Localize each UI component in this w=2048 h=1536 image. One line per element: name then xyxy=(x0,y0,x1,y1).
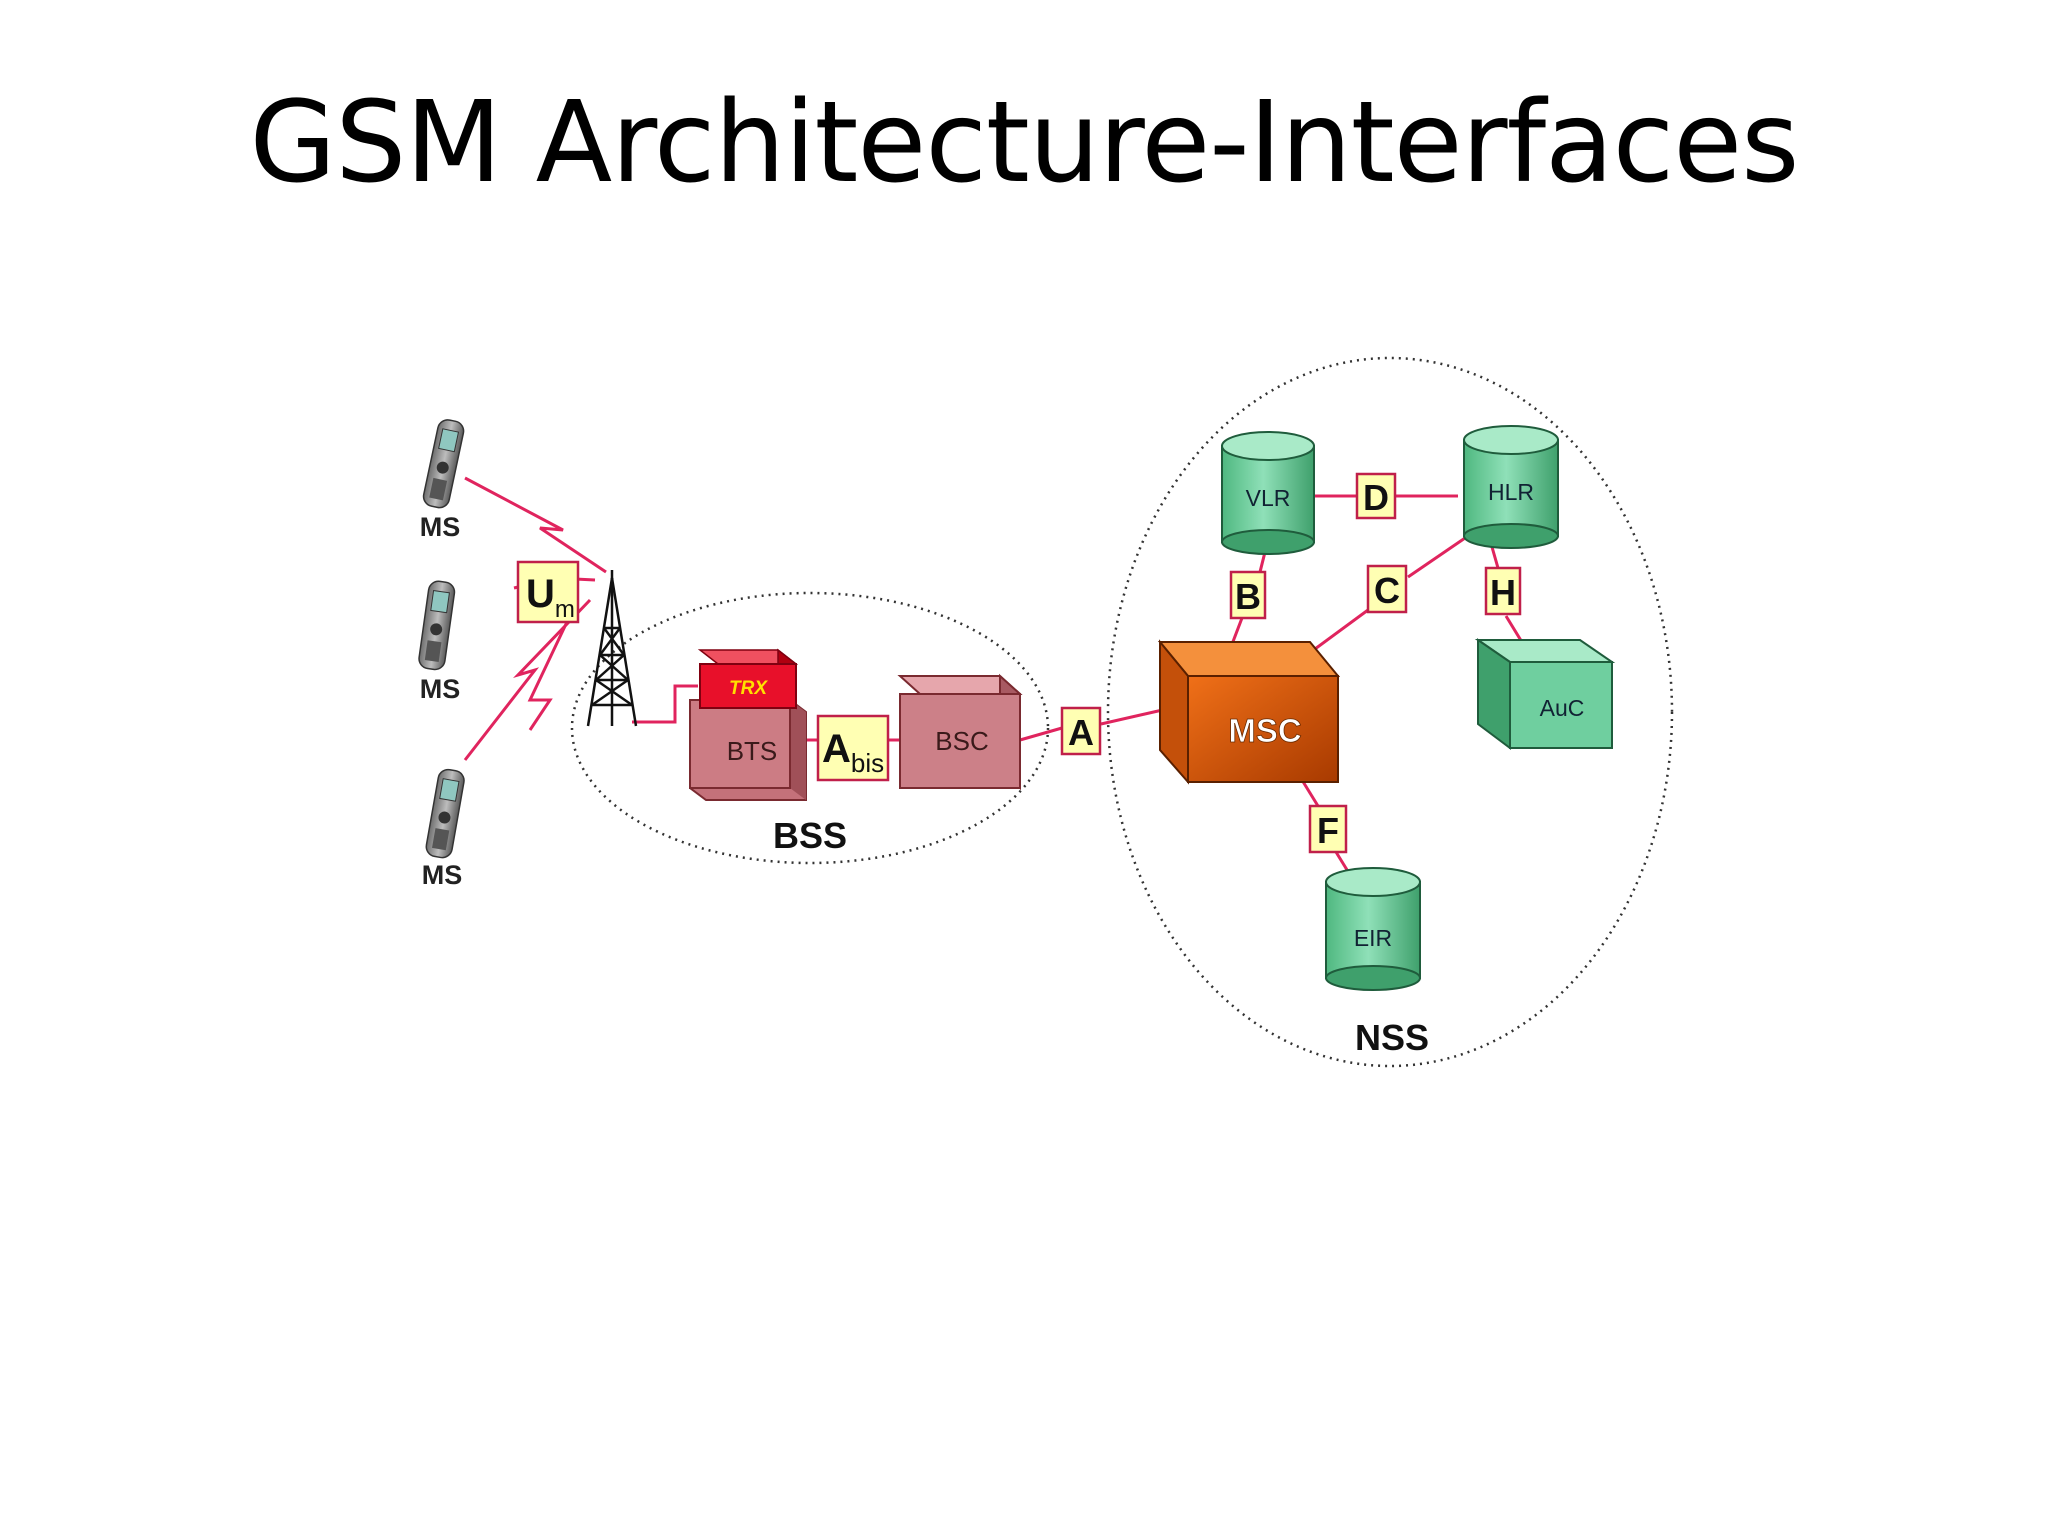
d-label: D xyxy=(1363,477,1389,518)
h-label: H xyxy=(1490,572,1516,613)
mobile-phone-icon xyxy=(418,580,456,671)
b-label: B xyxy=(1235,576,1261,617)
interface-d: D xyxy=(1355,472,1397,520)
bss-group-label: BSS xyxy=(773,815,847,856)
interface-um: Um xyxy=(516,560,580,624)
bsc-node: BSC xyxy=(897,673,1023,791)
vlr-database: VLR xyxy=(1221,431,1315,555)
eir-label: EIR xyxy=(1354,925,1392,951)
ms-label: MS xyxy=(420,512,461,542)
c-label: C xyxy=(1374,570,1400,611)
antenna-tower-icon xyxy=(586,570,638,727)
mobile-phone-icon xyxy=(425,768,465,859)
mobile-station-3: MS xyxy=(422,768,465,890)
mobile-phone-icon xyxy=(422,419,465,509)
interface-h: H xyxy=(1484,566,1522,616)
ms-label: MS xyxy=(420,674,461,704)
msc-node: MSC xyxy=(1157,639,1341,785)
link-antenna-bts xyxy=(632,684,698,724)
f-label: F xyxy=(1317,810,1339,851)
link-hlr-c xyxy=(1407,534,1469,579)
abis-sub: bis xyxy=(851,748,884,778)
bsc-label: BSC xyxy=(935,726,988,756)
radio-link-1 xyxy=(464,476,607,574)
um-main: U xyxy=(526,572,555,616)
trx-label: TRX xyxy=(729,678,768,699)
nss-group-label: NSS xyxy=(1355,1017,1429,1058)
link-bsc-a xyxy=(1019,726,1063,742)
radio-link-3 xyxy=(463,598,592,761)
eir-database: EIR xyxy=(1325,867,1421,991)
hlr-database: HLR xyxy=(1463,425,1559,549)
nss-group-outline xyxy=(1106,356,1674,1068)
bss-group-outline xyxy=(570,591,1050,865)
um-sub: m xyxy=(555,596,575,623)
vlr-label: VLR xyxy=(1246,485,1291,511)
interface-abis: Abis xyxy=(816,714,890,782)
svg-text:Um: Um xyxy=(526,572,575,623)
mobile-station-2: MS xyxy=(418,580,460,704)
bts-node: BTS xyxy=(689,699,807,801)
bts-label: BTS xyxy=(727,736,778,766)
slide-title: GSM Architecture-Interfaces xyxy=(249,78,1800,208)
interface-c: C xyxy=(1366,564,1408,614)
svg-text:Abis: Abis xyxy=(822,727,884,778)
interface-a: A xyxy=(1060,706,1102,756)
ms-label: MS xyxy=(422,860,463,890)
a-label: A xyxy=(1068,712,1094,753)
link-msc-f xyxy=(1300,779,1320,807)
hlr-label: HLR xyxy=(1488,479,1534,505)
interface-f: F xyxy=(1308,804,1348,854)
abis-main: A xyxy=(822,727,851,771)
interface-b: B xyxy=(1229,570,1267,620)
mobile-station-1: MS xyxy=(420,419,465,542)
radio-link-4 xyxy=(527,604,577,731)
auc-label: AuC xyxy=(1540,695,1585,721)
auc-node: AuC xyxy=(1474,638,1616,750)
msc-label: MSC xyxy=(1228,712,1301,749)
trx-node: TRX xyxy=(697,648,799,710)
